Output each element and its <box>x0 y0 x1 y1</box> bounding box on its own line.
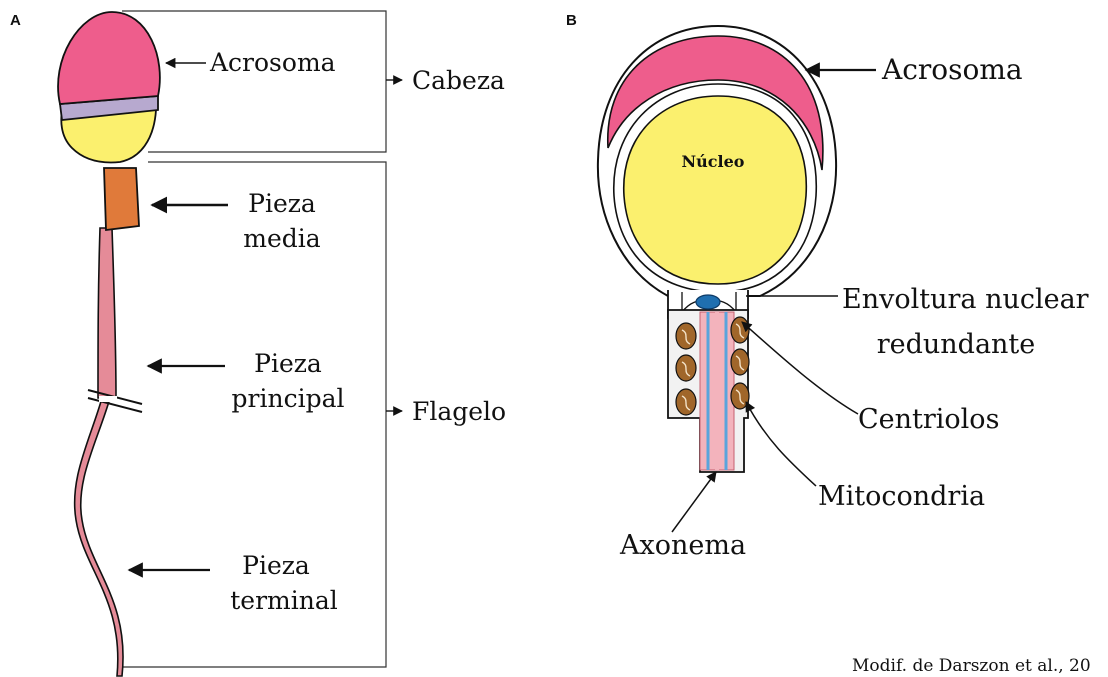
label-envoltura-2: redundante <box>877 329 1036 360</box>
centriole-b <box>696 295 720 309</box>
label-pieza-terminal-2: terminal <box>230 586 338 615</box>
head-acrosome <box>58 12 160 104</box>
credit-text: Modif. de Darszon et al., 20 <box>852 656 1091 676</box>
nucleus-b <box>624 96 807 284</box>
label-centriolos: Centriolos <box>858 404 999 435</box>
centriolos-pointer <box>742 322 858 414</box>
label-flagelo: Flagelo <box>412 397 506 426</box>
label-pieza-terminal-1: Pieza <box>242 551 310 580</box>
label-pieza-media-2: media <box>243 224 321 253</box>
midpiece <box>104 168 139 230</box>
mitochondria-right <box>731 317 749 409</box>
panel-a-letter: A <box>10 12 21 29</box>
label-envoltura-1: Envoltura nuclear <box>842 284 1089 315</box>
label-nucleo: Núcleo <box>682 152 745 171</box>
tail-terminal <box>75 398 123 676</box>
label-pieza-principal-1: Pieza <box>254 349 322 378</box>
mitochondria-left <box>676 323 696 415</box>
label-axonema: Axonema <box>619 530 746 561</box>
axonema-pointer <box>672 472 716 532</box>
label-cabeza: Cabeza <box>412 66 505 95</box>
label-acrosoma-a: Acrosoma <box>209 48 336 77</box>
mitocondria-pointer <box>746 402 816 486</box>
cabeza-bracket <box>122 11 386 152</box>
label-mitocondria: Mitocondria <box>818 481 985 512</box>
panel-b-letter: B <box>566 12 577 29</box>
label-pieza-media-1: Pieza <box>248 189 316 218</box>
tail-principal <box>98 228 116 398</box>
label-acrosoma-b: Acrosoma <box>881 53 1023 86</box>
tail-break-gap <box>99 396 117 402</box>
label-pieza-principal-2: principal <box>232 384 345 413</box>
